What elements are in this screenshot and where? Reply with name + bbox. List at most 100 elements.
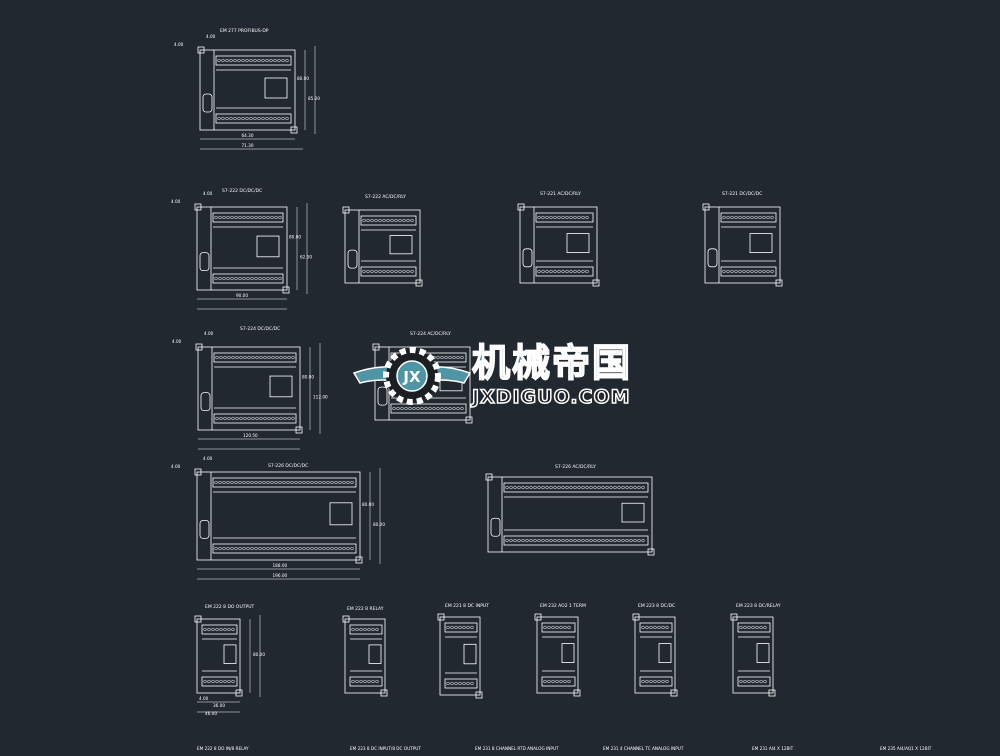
plc-module-5[interactable]: S7-221 DC/DC/DC <box>702 191 783 287</box>
terminal-screw <box>517 485 521 490</box>
terminal-screw <box>513 538 517 543</box>
terminal-screw <box>456 355 460 360</box>
terminal-screw <box>203 679 207 684</box>
terminal-screw <box>374 269 378 274</box>
terminal-screw <box>262 215 266 220</box>
terminal-screw <box>211 627 215 632</box>
terminal-screw <box>371 679 375 684</box>
terminal-strip <box>213 352 297 363</box>
terminal-strip <box>541 676 576 687</box>
module-title: S7-226 DC/DC/DC <box>268 463 308 469</box>
terminal-screw <box>271 355 275 360</box>
terminal-screw <box>218 215 222 220</box>
terminal-screw <box>742 269 746 274</box>
terminal-screw <box>730 269 734 274</box>
mount-tab <box>702 203 710 211</box>
terminal-screw <box>290 546 294 551</box>
comm-port <box>200 392 211 412</box>
terminal-screw <box>665 625 669 630</box>
terminal-screw <box>456 406 460 411</box>
terminal-screw <box>278 480 282 485</box>
terminal-screw <box>581 269 585 274</box>
terminal-screw <box>470 681 474 686</box>
terminal-screw <box>458 681 462 686</box>
terminal-screw <box>759 679 763 684</box>
terminal-screw <box>378 269 382 274</box>
terminal-screw <box>231 627 235 632</box>
terminal-screw <box>551 625 555 630</box>
terminal-screw <box>392 406 396 411</box>
terminal-screw <box>266 546 270 551</box>
comm-port <box>202 93 213 113</box>
terminal-screw <box>751 625 755 630</box>
plc-module-9[interactable]: S7-226 AC/DC/RLY <box>485 464 655 556</box>
dimension-value: 4.00 <box>172 339 182 344</box>
terminal-screw <box>633 485 637 490</box>
comm-port <box>199 520 210 539</box>
terminal-screw <box>214 480 218 485</box>
mount-tab <box>670 689 678 697</box>
terminal-screw <box>738 269 742 274</box>
mount-tab <box>342 615 350 623</box>
terminal-screw <box>505 485 509 490</box>
terminal-screw <box>440 355 444 360</box>
terminal-screw <box>609 538 613 543</box>
terminal-screw <box>243 355 247 360</box>
terminal-screw <box>759 625 763 630</box>
terminal-screw <box>237 116 241 121</box>
terminal-screw <box>283 355 287 360</box>
terminal-screw <box>270 215 274 220</box>
terminal-screw <box>275 355 279 360</box>
terminal-screw <box>286 480 290 485</box>
terminal-screw <box>258 215 262 220</box>
terminal-screw <box>649 679 653 684</box>
terminal-screw <box>444 355 448 360</box>
terminal-screw <box>743 679 747 684</box>
terminal-screw <box>661 679 665 684</box>
terminal-screw <box>653 679 657 684</box>
terminal-screw <box>633 538 637 543</box>
terminal-screw <box>250 215 254 220</box>
terminal-screw <box>739 679 743 684</box>
terminal-screw <box>747 679 751 684</box>
terminal-screw <box>287 355 291 360</box>
terminal-screw <box>770 215 774 220</box>
terminal-screw <box>629 485 633 490</box>
terminal-screw <box>375 679 379 684</box>
terminal-screw <box>424 406 428 411</box>
terminal-screw <box>386 218 390 223</box>
terminal-screw <box>226 276 230 281</box>
terminal-screw <box>621 538 625 543</box>
terminal-screw <box>238 215 242 220</box>
mount-tab <box>517 203 525 211</box>
module-title: S7-221 AC/DC/RLY <box>540 191 581 197</box>
terminal-screw <box>257 58 261 63</box>
terminal-screw <box>281 116 285 121</box>
terminal-screw <box>581 485 585 490</box>
plc-module-3[interactable]: S7-222 AC/DC/RLY <box>342 194 423 287</box>
terminal-strip <box>535 212 594 223</box>
terminal-screw <box>330 546 334 551</box>
plc-module-10[interactable]: EM 222 8 DO OUTPUT80.004.0036.0046.00EM … <box>194 604 265 751</box>
terminal-strip <box>390 403 467 414</box>
plc-module-4[interactable]: S7-221 AC/DC/RLY <box>517 191 600 287</box>
terminal-screw <box>259 416 263 421</box>
terminal-screw <box>229 58 233 63</box>
terminal-screw <box>322 546 326 551</box>
module-footer-label: EM 231 AI4 X 12BIT <box>752 746 794 751</box>
cover-door <box>223 644 237 664</box>
plc-module-8[interactable]: S7-226 DC/DC/DC4.004.0080.0080.00188.001… <box>171 456 385 580</box>
terminal-screw <box>262 276 266 281</box>
plc-module-1[interactable]: EM 277 PROFIBUS-DP4.004.0080.0085.0064.3… <box>174 28 320 150</box>
terminal-screw <box>605 485 609 490</box>
terminal-screw <box>406 218 410 223</box>
terminal-strip <box>639 622 673 633</box>
